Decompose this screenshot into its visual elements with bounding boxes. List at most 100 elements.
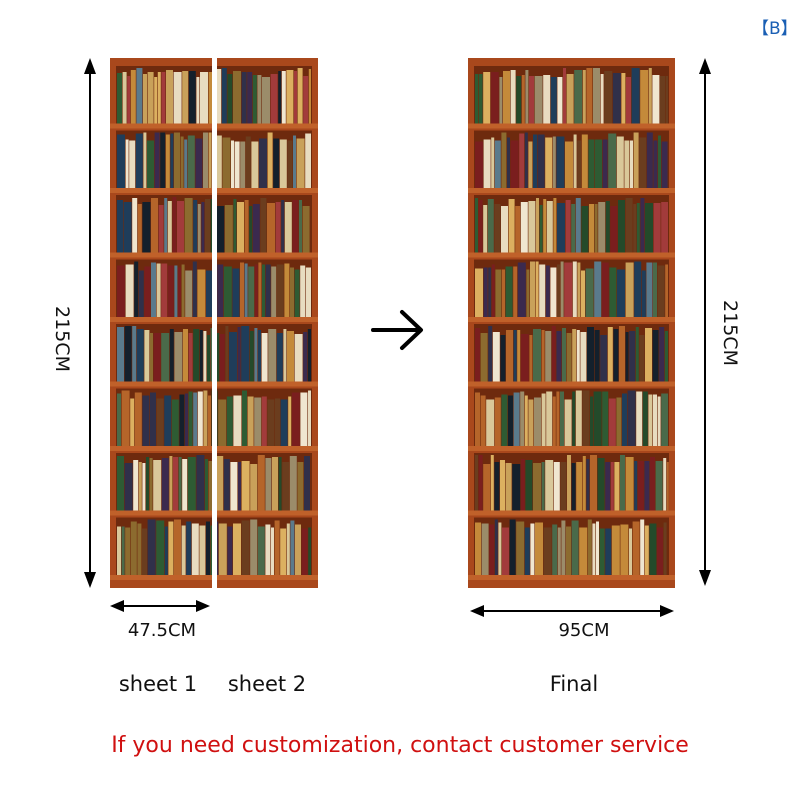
final-shelf-book <box>536 198 539 253</box>
final-shelf-book <box>587 327 594 382</box>
final-shelf-book <box>660 76 665 124</box>
sheet-2-label: sheet 2 <box>227 672 307 696</box>
left-shelf-book <box>290 267 294 317</box>
final-shelf-book <box>552 524 558 575</box>
final-shelf-book <box>506 330 513 382</box>
final-shelf-book <box>636 203 640 253</box>
left-shelf-book <box>174 132 180 188</box>
left-shelf-book <box>178 457 182 511</box>
left-shelf-book <box>271 266 277 317</box>
left-shelf-book <box>278 71 282 124</box>
final-shelf-book <box>553 462 560 511</box>
left-shelf-book <box>117 327 124 382</box>
final-shelf-book <box>602 139 608 188</box>
final-shelf-book <box>556 331 562 382</box>
final-shelf-book <box>575 198 581 253</box>
left-shelf-book <box>174 265 178 317</box>
final-shelf-book <box>657 265 665 317</box>
final-shelf-book <box>577 140 582 188</box>
left-shelf-book <box>144 330 150 382</box>
left-shelf-book <box>117 134 125 188</box>
final-shelf-book <box>563 68 566 124</box>
left-shelf-book <box>296 138 305 188</box>
left-shelf-book <box>241 520 250 575</box>
final-shelf-book <box>545 137 553 188</box>
left-shelf-book <box>308 69 311 124</box>
left-shelf-book <box>168 521 174 575</box>
final-shelf-book <box>648 68 652 124</box>
final-shelf-book <box>505 266 513 317</box>
final-shelf-book <box>565 141 573 188</box>
left-shelf-book <box>191 523 199 575</box>
final-shelf-book <box>655 461 663 511</box>
left-shelf-book <box>121 526 125 575</box>
left-shelf-book <box>290 520 295 575</box>
final-shelf-book <box>541 462 545 511</box>
left-shelf-book <box>161 263 168 317</box>
left-shelf-book <box>181 525 186 575</box>
final-shelf-book <box>571 204 576 253</box>
left-shelf-book <box>232 268 240 317</box>
final-shelf-book <box>629 528 632 575</box>
left-shelf-book <box>244 263 248 317</box>
final-shelf-book <box>566 74 574 124</box>
final-shelf-book <box>661 141 668 188</box>
final-shelf-book <box>586 459 590 511</box>
left-shelf-book <box>283 329 287 382</box>
final-shelf-book <box>490 72 499 124</box>
final-shelf-book <box>635 327 639 382</box>
final-shelf-book <box>545 460 554 511</box>
left-shelf-book <box>208 461 215 511</box>
left-shelf-book <box>164 395 172 446</box>
final-shelf-book <box>516 76 522 124</box>
final-shelf-book <box>524 132 528 188</box>
final-shelf-book <box>594 261 602 317</box>
left-shelf-book <box>201 202 205 253</box>
final-shelf-book <box>478 200 483 253</box>
left-shelf-book <box>249 331 254 382</box>
final-shelf-book <box>525 460 533 511</box>
left-shelf-book <box>295 524 301 575</box>
final-shelf-book <box>480 395 486 446</box>
left-shelf-book <box>265 458 272 511</box>
final-shelf-book <box>520 391 525 446</box>
final-shelf-book <box>620 455 625 511</box>
final-shelf-book <box>605 528 612 575</box>
final-shelf-book <box>488 267 492 317</box>
sheet-1-label: sheet 1 <box>118 672 198 696</box>
final-shelf-book <box>505 463 512 511</box>
left-shelf-book <box>167 265 174 317</box>
left-shelf-book <box>161 72 166 124</box>
left-shelf-book <box>293 135 296 188</box>
final-shelf-book <box>494 140 501 188</box>
left-shelf-book <box>180 136 184 188</box>
left-shelf-book <box>300 392 308 446</box>
left-shelf-book <box>136 329 144 382</box>
final-shelf-book <box>622 393 627 446</box>
left-shelf-book <box>227 526 233 575</box>
left-shelf-book <box>130 398 135 446</box>
left-shelf-book <box>276 264 284 317</box>
final-shelf-book <box>475 455 478 511</box>
left-shelf-book <box>165 134 170 188</box>
final-shelf-book <box>581 270 585 317</box>
left-shelf-book <box>151 198 158 253</box>
final-shelf-book <box>507 137 510 188</box>
left-shelf-book <box>179 394 185 446</box>
left-shelf-book <box>124 463 133 511</box>
final-shelf-book <box>535 522 543 575</box>
final-shelf-book <box>550 77 557 124</box>
final-shelf-shelf-board <box>468 510 675 516</box>
left-shelf-book <box>218 399 227 446</box>
final-shelf-book <box>491 264 495 317</box>
final-shelf-book <box>502 527 509 575</box>
final-shelf-book <box>657 527 663 575</box>
final-shelf-book <box>601 262 609 317</box>
final-shelf-book <box>503 71 510 124</box>
left-shelf-book <box>129 140 136 188</box>
final-shelf-book <box>600 74 604 124</box>
final-shelf-book <box>535 261 539 317</box>
left-shelf-book <box>206 521 210 575</box>
left-shelf-book <box>257 455 265 511</box>
left-shelf-book <box>276 333 283 382</box>
